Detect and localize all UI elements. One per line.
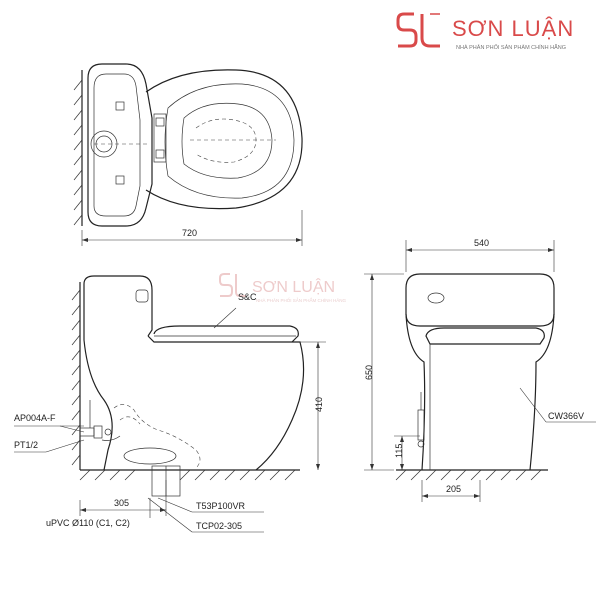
label-valve: AP004A-F — [14, 413, 56, 423]
dim-top-width: 720 — [182, 228, 197, 238]
label-connector: TCP02-305 — [196, 521, 242, 531]
brand-name: SƠN LUẬN — [452, 16, 574, 41]
label-flange: T53P100VR — [196, 501, 246, 511]
dim-side-width: 540 — [474, 238, 489, 248]
top-view: 720 — [73, 63, 303, 246]
watermark-tagline: NHÀ PHÂN PHỐI SẢN PHẨM CHÍNH HÃNG — [256, 297, 347, 303]
dim-total-height: 650 — [364, 365, 374, 380]
front-view: CW366V 540 650 115 205 — [364, 238, 596, 502]
dim-rough-in: 305 — [114, 498, 129, 508]
side-view: S&C 410 305 AP004A-F PT1/2 — [14, 275, 326, 533]
brand-logo: SƠN LUẬN NHÀ PHÂN PHỐI SẢN PHẨM CHÍNH HÃ… — [396, 12, 574, 51]
label-drain-pipe: uPVC Ø110 (C1, C2) — [46, 518, 130, 528]
logo-mark — [396, 12, 440, 48]
brand-tagline: NHÀ PHÂN PHỐI SẢN PHẨM CHÍNH HÃNG — [456, 44, 566, 51]
label-seat: S&C — [238, 292, 257, 302]
watermark-logo: SƠN LUẬN NHÀ PHÂN PHỐI SẢN PHẨM CHÍNH HÃ… — [219, 273, 347, 303]
dim-inlet-height: 115 — [394, 444, 404, 458]
watermark-name: SƠN LUẬN — [252, 277, 335, 296]
dim-front-base: 205 — [446, 484, 461, 494]
dim-seat-height: 410 — [314, 397, 324, 412]
label-model: CW366V — [548, 411, 584, 421]
label-thread: PT1/2 — [14, 440, 38, 450]
